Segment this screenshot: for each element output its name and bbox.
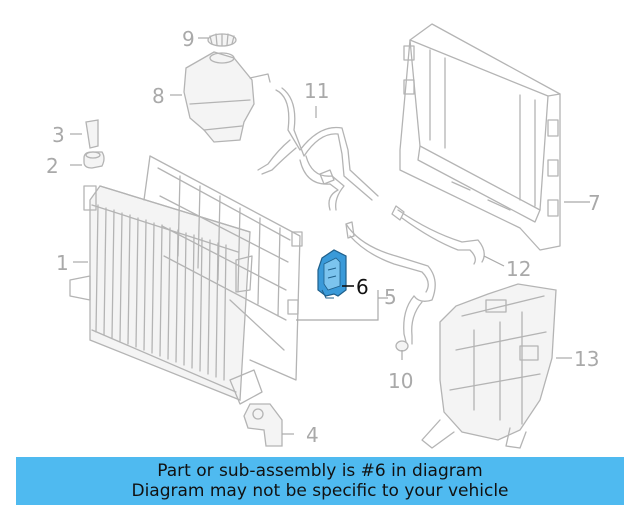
callout-3[interactable]: 3 <box>52 123 65 147</box>
callout-9[interactable]: 9 <box>182 27 195 51</box>
callout-7[interactable]: 7 <box>588 191 601 215</box>
callout-8[interactable]: 8 <box>152 84 165 108</box>
callout-11[interactable]: 11 <box>304 79 329 103</box>
callout-5[interactable]: 5 <box>384 285 397 309</box>
part-5-lower-hose[interactable] <box>345 221 436 302</box>
condenser-frame <box>143 155 303 381</box>
leader-lines <box>70 37 590 435</box>
callout-2[interactable]: 2 <box>46 154 59 178</box>
part-6-highlighted-valve[interactable] <box>317 249 347 299</box>
part-11-upper-hose[interactable] <box>257 87 379 211</box>
callout-4[interactable]: 4 <box>306 423 319 447</box>
info-banner: Part or sub-assembly is #6 in diagram Di… <box>16 457 624 505</box>
part-8-coolant-reservoir[interactable] <box>183 51 271 143</box>
part-1-radiator[interactable] <box>69 185 263 405</box>
part-7-radiator-support[interactable] <box>399 23 561 251</box>
callout-10[interactable]: 10 <box>388 369 413 393</box>
callout-12[interactable]: 12 <box>506 257 531 281</box>
part-3-clip[interactable] <box>85 119 99 149</box>
part-13-mount-bracket[interactable] <box>421 283 557 449</box>
callout-labels: 9 8 3 2 1 4 7 11 12 5 10 13 6 <box>46 27 601 447</box>
banner-line-1: Part or sub-assembly is #6 in diagram <box>157 461 483 481</box>
exploded-parts-diagram: 9 8 3 2 1 4 7 11 12 5 10 13 6 <box>46 23 601 449</box>
part-9-cap[interactable] <box>207 33 237 47</box>
callout-6[interactable]: 6 <box>356 275 369 299</box>
part-2-grommet[interactable] <box>83 151 105 169</box>
banner-line-2: Diagram may not be specific to your vehi… <box>131 481 509 501</box>
callout-13[interactable]: 13 <box>574 347 599 371</box>
part-4-bracket[interactable] <box>243 403 283 447</box>
callout-1[interactable]: 1 <box>56 251 69 275</box>
part-10-hose-end[interactable] <box>395 295 423 352</box>
part-12-hose[interactable] <box>391 205 485 265</box>
